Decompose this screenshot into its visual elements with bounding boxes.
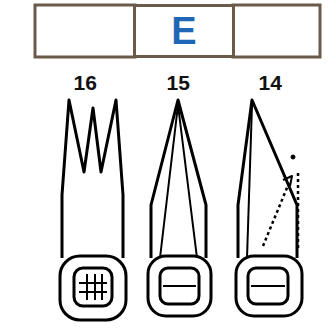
chart-box bbox=[233, 5, 320, 57]
occlusal-view bbox=[236, 256, 302, 316]
tooth-number: 15 bbox=[167, 72, 190, 93]
occlusal-surface bbox=[74, 268, 112, 306]
occlusal-view bbox=[60, 256, 126, 320]
occlusal-view bbox=[148, 256, 211, 316]
fistula-line bbox=[263, 183, 289, 246]
occlusal-surface bbox=[160, 268, 199, 304]
tooth-number: 14 bbox=[259, 72, 282, 93]
chart-box: E bbox=[133, 4, 235, 58]
premolar-root bbox=[247, 105, 252, 258]
fistula-line bbox=[297, 170, 300, 248]
premolar-root bbox=[160, 105, 197, 258]
fissure-line bbox=[251, 285, 285, 287]
occlusal-surface bbox=[248, 268, 288, 304]
molar-root bbox=[62, 100, 123, 258]
filling-grid bbox=[79, 274, 107, 300]
surface-code: E bbox=[171, 12, 196, 50]
premolar-root bbox=[151, 100, 206, 258]
fistula-dot bbox=[291, 155, 295, 159]
fissure-line bbox=[163, 285, 196, 287]
chart-box bbox=[35, 5, 135, 57]
fistula-mark bbox=[283, 176, 292, 186]
tooth-number: 16 bbox=[74, 72, 97, 93]
premolar-root bbox=[238, 100, 297, 258]
